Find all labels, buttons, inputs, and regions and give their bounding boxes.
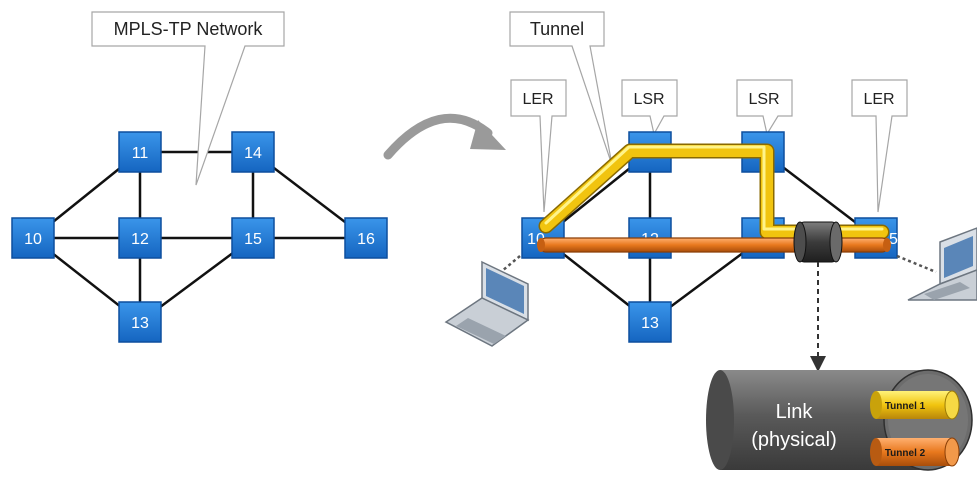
laptop-left-icon[interactable] <box>444 255 530 347</box>
node-16[interactable]: 16 <box>344 217 388 259</box>
right-node-13-label: 13 <box>641 315 659 332</box>
node-14[interactable]: 14 <box>231 131 275 173</box>
ler-left-callout: LER <box>510 79 567 213</box>
ler-left-label: LER <box>522 91 553 108</box>
mpls-tp-network-label: MPLS-TP Network <box>114 19 264 39</box>
node-15-label: 15 <box>244 231 262 248</box>
tunnel-callout-label: Tunnel <box>530 19 584 39</box>
ler-right-label: LER <box>863 91 894 108</box>
laptop-right-icon[interactable] <box>896 227 977 301</box>
right-node-13[interactable]: 13 <box>628 301 672 343</box>
link-label-line2: (physical) <box>751 429 837 451</box>
physical-link-sleeve <box>793 221 843 263</box>
lsr-2-label: LSR <box>748 91 779 108</box>
ler-right-callout: LER <box>851 79 908 213</box>
node-12-label: 12 <box>131 231 149 248</box>
left-links <box>32 150 367 324</box>
lsr-1-label: LSR <box>633 91 664 108</box>
tunnel-callout: Tunnel <box>509 11 613 166</box>
node-10[interactable]: 10 <box>11 217 55 259</box>
tunnel-1-cylinder: Tunnel 1 <box>870 390 960 420</box>
node-13[interactable]: 13 <box>118 301 162 343</box>
tunnel-1-label: Tunnel 1 <box>885 401 926 412</box>
transition-arrow-icon <box>383 113 506 160</box>
lsr-2-callout: LSR <box>736 79 793 136</box>
node-16-label: 16 <box>357 231 375 248</box>
node-11[interactable]: 11 <box>118 131 162 173</box>
tunnel-1-pipe <box>538 143 890 240</box>
tunnel-2-cylinder: Tunnel 2 <box>870 437 960 467</box>
mpls-tp-network-callout: MPLS-TP Network <box>91 11 285 186</box>
node-11-label: 11 <box>132 145 149 162</box>
link-detail: Link (physical) Tunnel 1 Tunnel 2 <box>706 369 973 471</box>
lsr-1-callout: LSR <box>621 79 678 136</box>
tunnel-2-label: Tunnel 2 <box>885 448 926 459</box>
right-network: Tunnel LER LSR LSR LER 10 12 <box>444 11 977 372</box>
link-label-line1: Link <box>776 401 814 423</box>
node-14-label: 14 <box>244 145 262 162</box>
left-network: MPLS-TP Network 10 11 12 13 14 15 <box>11 11 388 343</box>
node-13-label: 13 <box>131 315 149 332</box>
node-10-label: 10 <box>24 231 42 248</box>
node-12[interactable]: 12 <box>118 217 162 259</box>
node-15[interactable]: 15 <box>231 217 275 259</box>
